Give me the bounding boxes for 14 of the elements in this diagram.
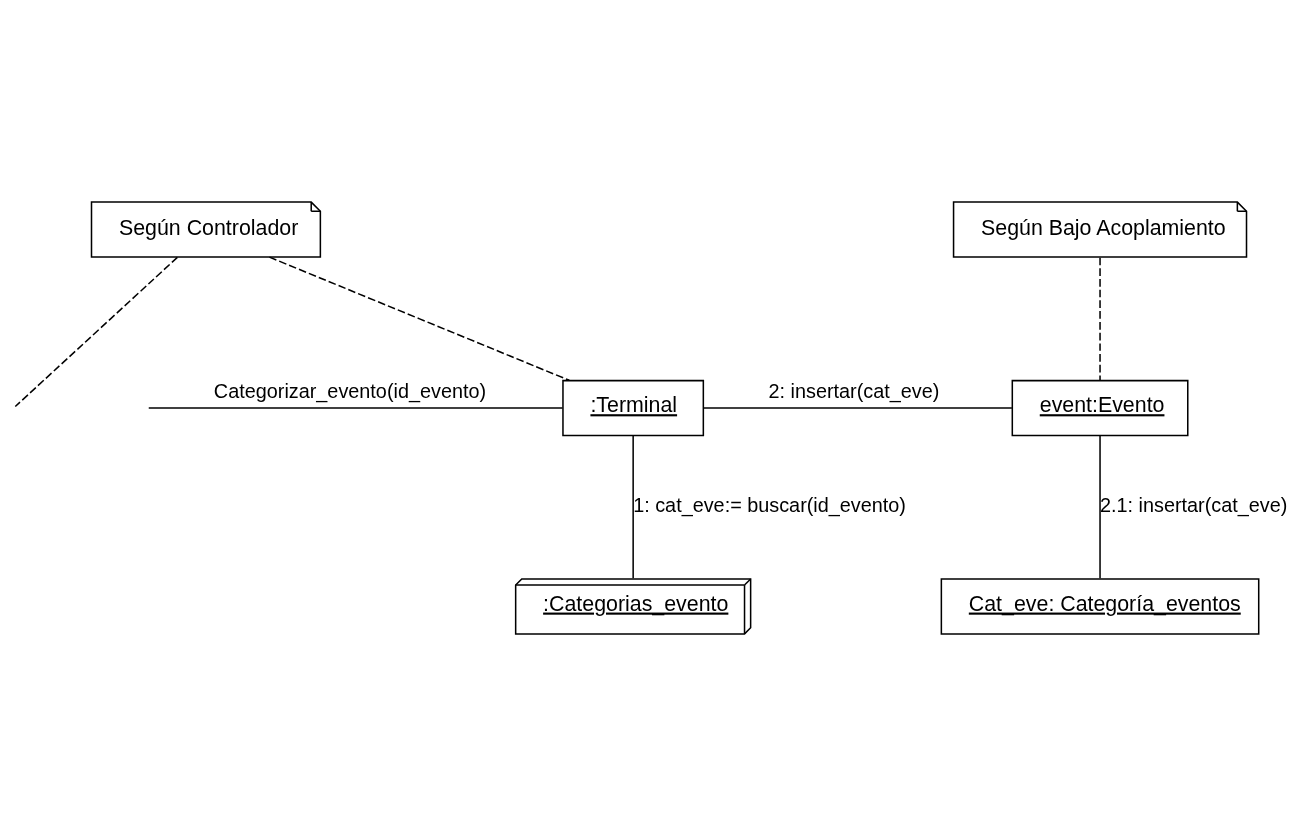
connector (268, 255, 571, 381)
edge-label: 1: cat_eve:= buscar(id_evento) (633, 493, 906, 516)
connector (148, 406, 564, 409)
node-box: Cat_eve: Categoría_eventos (940, 577, 1260, 635)
connector (1099, 434, 1101, 579)
edge-label: 2: insertar(cat_eve) (768, 379, 940, 402)
edge-label: 2.1: insertar(cat_eve) (1100, 493, 1288, 516)
node-box: event:Evento (1011, 379, 1189, 436)
edge-label: Categorizar_evento(id_evento) (213, 379, 487, 402)
connector (632, 434, 634, 579)
connector (1099, 256, 1101, 381)
node-box: :Terminal (562, 379, 705, 436)
connector (14, 256, 179, 407)
connector (702, 406, 1013, 409)
